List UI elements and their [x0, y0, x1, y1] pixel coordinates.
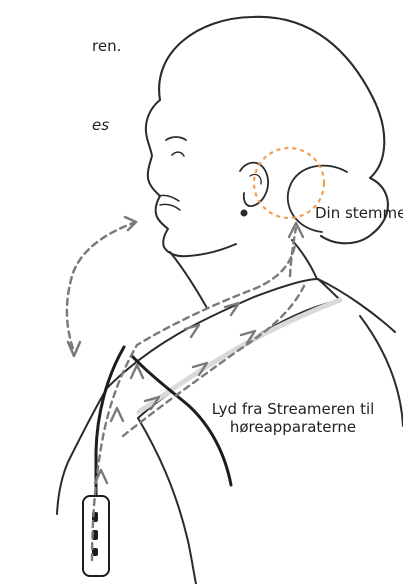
streamer-label-line-1: Lyd fra Streameren til: [188, 400, 398, 418]
speech-arrowhead: [68, 342, 80, 356]
din-stemme-label: Din stemme: [315, 204, 403, 222]
eye: [172, 152, 184, 156]
collar-highlight: [139, 300, 340, 412]
arrowhead-4: [185, 325, 199, 337]
mouth: [159, 195, 180, 210]
streamer-label-line-2: høreapparaterne: [188, 418, 398, 436]
face-profile: [146, 100, 236, 256]
streamer-device: [83, 496, 109, 576]
partial-text-side: es: [92, 116, 109, 134]
collar: [107, 279, 340, 418]
brow: [166, 137, 186, 140]
ear-inner: [250, 174, 261, 184]
streamer-label: Lyd fra Streameren til høreapparaterne: [188, 400, 398, 436]
neck-front: [170, 252, 207, 308]
neck-back: [292, 240, 317, 279]
partial-text-top: ren.: [92, 37, 121, 55]
arrowhead-2: [111, 408, 123, 421]
torso-side-outline: [138, 418, 196, 584]
ear: [240, 163, 268, 206]
speech-path: [67, 222, 136, 352]
earring: [241, 210, 248, 217]
